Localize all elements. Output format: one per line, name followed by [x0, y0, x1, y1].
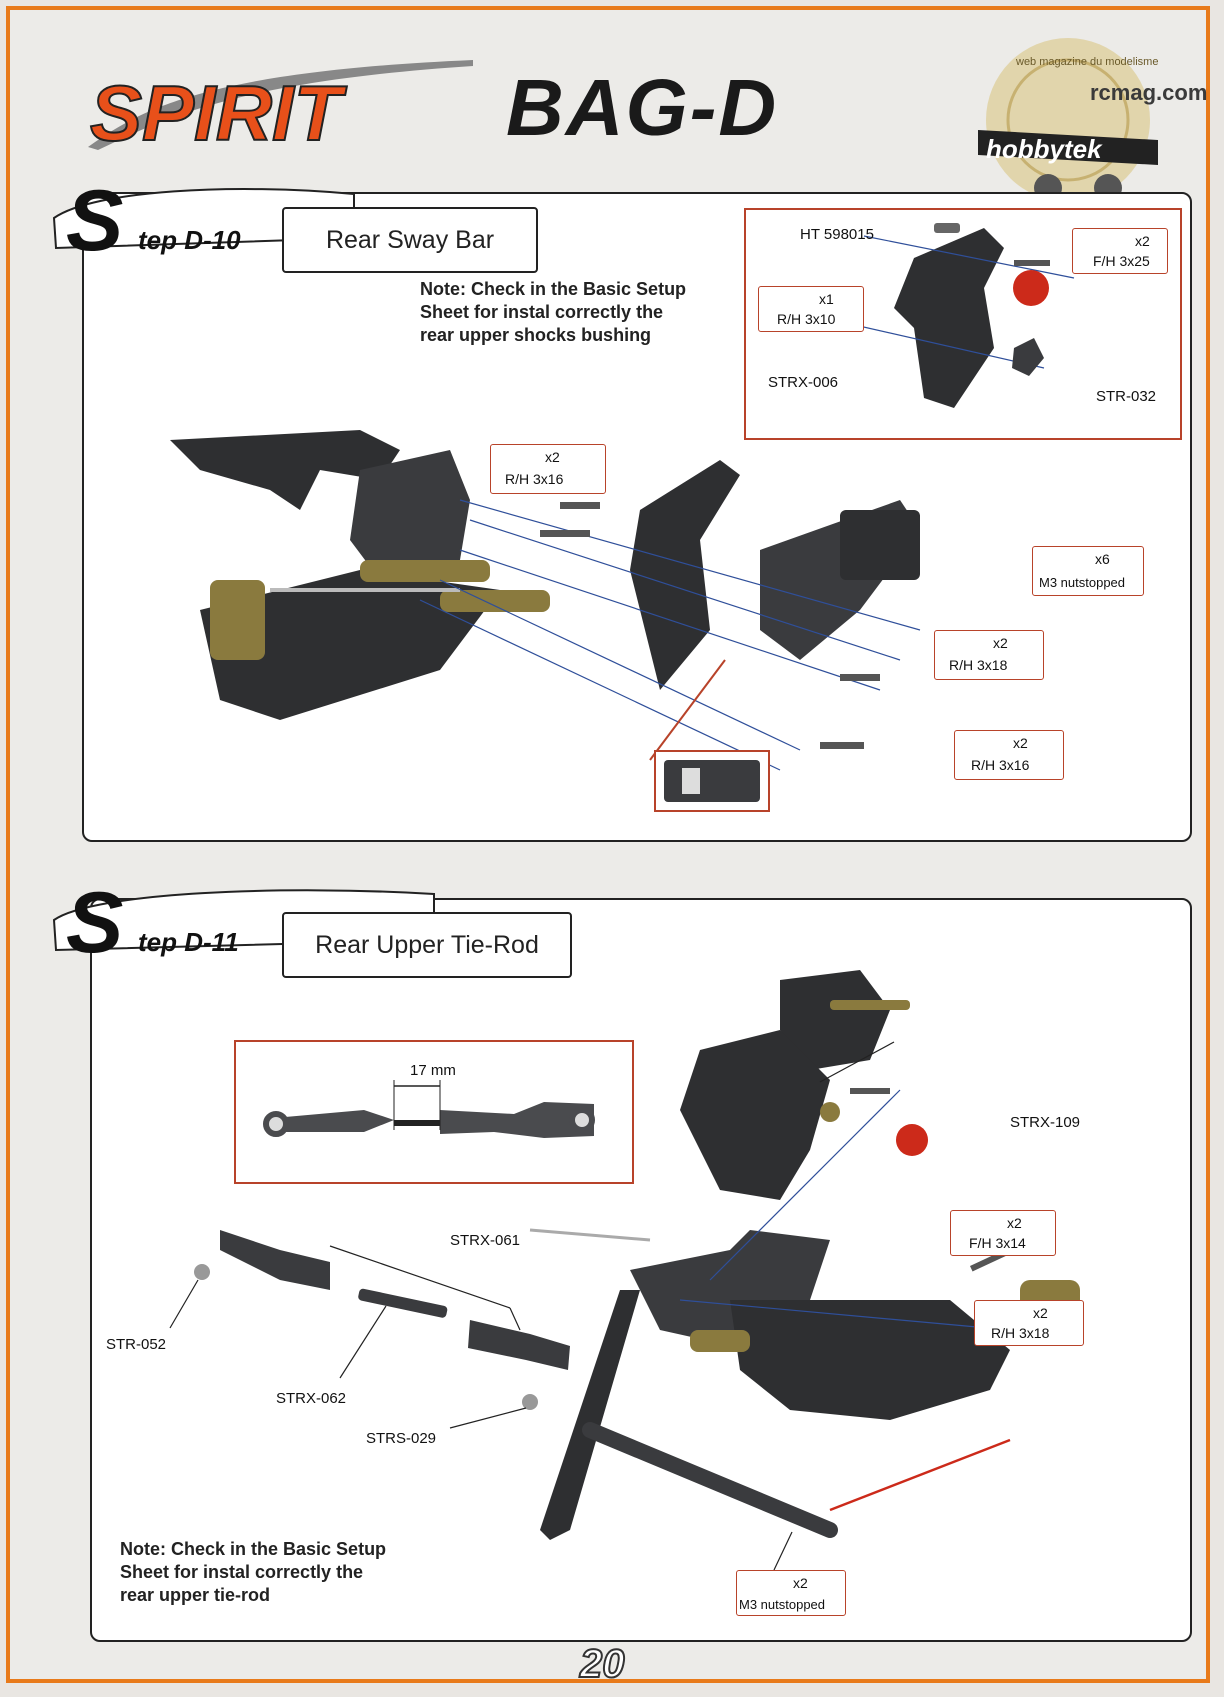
callout-qty: x2	[1007, 1215, 1022, 1231]
step-d11-note: Note: Check in the Basic Setup Sheet for…	[120, 1538, 386, 1607]
d11-assembly-drawing	[529, 970, 1080, 1571]
note-line: Sheet for instal correctly the	[420, 302, 664, 322]
callout-size: F/H 3x14	[969, 1235, 1026, 1251]
screw-callout: x2 R/H 3x16	[954, 730, 1064, 780]
d11-tierod-parts	[169, 1230, 570, 1429]
part-label-strx006: STRX-006	[768, 374, 839, 391]
d10-bushing-drawing	[664, 760, 760, 802]
spirit-logo: SPIRIT	[88, 60, 473, 158]
publisher-logo: hobbytek web magazine du modelisme	[978, 38, 1158, 202]
tierod-dimension: 17 mm	[410, 1062, 456, 1079]
note-line: rear upper shocks bushing	[420, 325, 652, 345]
step-d10-label: tep D-10	[138, 225, 241, 255]
callout-size: M3 nutstopped	[739, 1597, 826, 1612]
part-label-strs029: STRS-029	[366, 1430, 437, 1447]
part-label-strx062: STRX-062	[276, 1390, 347, 1407]
screw-callout: x2 F/H 3x14	[950, 1210, 1056, 1256]
step-d10-letter: S	[66, 173, 124, 269]
nut-callout: x6 M3 nutstopped	[1032, 546, 1144, 596]
callout-size: R/H 3x16	[971, 757, 1030, 773]
screw-callout: x2 R/H 3x18	[934, 630, 1044, 680]
part-label-str032: STR-032	[1096, 388, 1157, 405]
screw-callout: x2 F/H 3x25	[1072, 228, 1168, 274]
part-label-ht598015: HT 598015	[800, 226, 874, 243]
part-label-str052: STR-052	[106, 1336, 167, 1353]
site-badge: rcmag.com	[1090, 80, 1208, 105]
bag-title: BAG-D	[506, 63, 779, 152]
site-tagline: web magazine du modelisme	[1015, 56, 1158, 68]
page-frame: SPIRIT BAG-D hobbytek web magazine du mo…	[6, 6, 1210, 1687]
callout-size: R/H 3x18	[991, 1325, 1050, 1341]
note-line: Note: Check in the Basic Setup	[420, 279, 687, 299]
step-d11-title: Rear Upper Tie-Rod	[282, 912, 572, 978]
step-d10-title: Rear Sway Bar	[282, 207, 538, 273]
callout-qty: x6	[1095, 551, 1110, 567]
note-line: Note: Check in the Basic Setup	[120, 1539, 387, 1559]
callout-qty: x2	[545, 449, 560, 465]
screw-callout: x1 R/H 3x10	[758, 286, 864, 332]
callout-size: R/H 3x18	[949, 657, 1008, 673]
spirit-logo-text: SPIRIT	[90, 69, 348, 157]
publisher-logo-text: hobbytek	[986, 134, 1103, 164]
callout-qty: x2	[1033, 1305, 1048, 1321]
d11-tierod-drawing: 17 mm	[263, 1062, 595, 1138]
callout-qty: x2	[1013, 735, 1028, 751]
step-badge-swoosh	[52, 188, 355, 250]
step-d11-letter: S	[66, 875, 124, 971]
d10-detail-drawing	[823, 223, 1075, 408]
screw-callout: x2 R/H 3x16	[490, 444, 606, 494]
callout-size: R/H 3x10	[777, 311, 836, 327]
screw-callout: x2 R/H 3x18	[974, 1300, 1084, 1346]
part-label-strx061: STRX-061	[450, 1232, 521, 1249]
note-line: rear upper tie-rod	[120, 1585, 271, 1605]
callout-qty: x1	[819, 291, 834, 307]
page-number: 20	[579, 1641, 625, 1687]
step-d10-badge: S tep D-10	[34, 173, 355, 269]
d10-exploded-drawing	[170, 430, 921, 771]
page-header: SPIRIT BAG-D hobbytek web magazine du mo…	[10, 10, 1208, 202]
callout-qty: x2	[793, 1575, 808, 1591]
step-d11-label: tep D-11	[138, 927, 239, 957]
part-label-strx109: STRX-109	[1010, 1114, 1081, 1131]
note-line: Sheet for instal correctly the	[120, 1562, 364, 1582]
nut-callout: x2 M3 nutstopped	[736, 1570, 846, 1616]
callout-size: M3 nutstopped	[1039, 575, 1126, 590]
callout-size: F/H 3x25	[1093, 253, 1150, 269]
callout-qty: x2	[993, 635, 1008, 651]
callout-size: R/H 3x16	[505, 471, 564, 487]
step-d10-note: Note: Check in the Basic Setup Sheet for…	[420, 278, 686, 347]
callout-qty: x2	[1135, 233, 1150, 249]
